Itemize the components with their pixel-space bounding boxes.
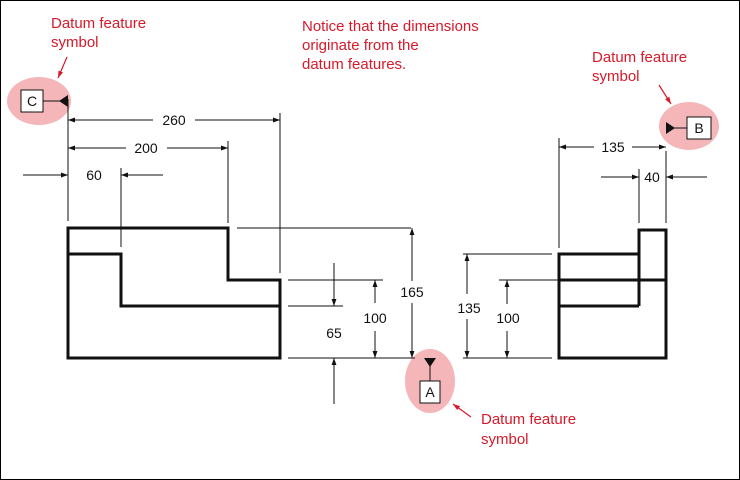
note-datum-a-line2: symbol bbox=[481, 431, 529, 448]
note-datum-c-line1: Datum feature bbox=[51, 15, 146, 32]
dimension-100-right-label: 100 bbox=[496, 310, 520, 326]
dimension-200-label: 200 bbox=[134, 140, 158, 156]
right-part-outline bbox=[557, 228, 668, 360]
datum-a-symbol: A bbox=[419, 358, 441, 404]
note-datum-a: Datum feature symbol bbox=[452, 403, 576, 448]
note-center-line3: datum features. bbox=[302, 56, 406, 73]
right-extension-lines bbox=[463, 138, 667, 359]
dimension-260: 260 bbox=[68, 112, 280, 128]
note-datum-c-line2: symbol bbox=[51, 34, 99, 51]
left-part-outline bbox=[66, 226, 282, 360]
dimension-165: 165 bbox=[400, 228, 424, 358]
datum-b-letter: B bbox=[694, 120, 703, 136]
note-center-line2: originate from the bbox=[302, 37, 419, 54]
dimension-40-label: 40 bbox=[644, 169, 660, 185]
dimension-65-label: 65 bbox=[326, 325, 342, 341]
note-datum-c: Datum feature symbol bbox=[51, 15, 146, 79]
dimension-135-vertical: 135 bbox=[457, 254, 481, 358]
note-datum-c-arrow bbox=[57, 56, 68, 79]
datum-c-letter: C bbox=[27, 93, 37, 109]
note-center-line1: Notice that the dimensions bbox=[302, 18, 479, 35]
datum-a-letter: A bbox=[425, 384, 435, 400]
dimension-100-right: 100 bbox=[496, 280, 520, 358]
dimension-200: 200 bbox=[68, 140, 228, 156]
note-datum-a-line1: Datum feature bbox=[481, 411, 576, 428]
dimension-60: 60 bbox=[23, 167, 163, 183]
note-center: Notice that the dimensions originate fro… bbox=[302, 18, 479, 73]
dimension-60-label: 60 bbox=[86, 167, 102, 183]
dimension-40: 40 bbox=[601, 169, 707, 185]
dimension-165-label: 165 bbox=[400, 284, 424, 300]
note-datum-b-line2: symbol bbox=[592, 68, 640, 85]
dimension-65: 65 bbox=[326, 263, 342, 404]
dimension-135-horizontal: 135 bbox=[559, 139, 666, 155]
dimension-135-vertical-label: 135 bbox=[457, 300, 481, 316]
dimension-100-left: 100 bbox=[363, 280, 387, 358]
note-datum-b: Datum feature symbol bbox=[592, 49, 687, 105]
note-datum-b-line1: Datum feature bbox=[592, 49, 687, 66]
note-datum-b-arrow bbox=[658, 84, 672, 105]
datum-b-symbol: B bbox=[666, 116, 712, 140]
dimension-135-horizontal-label: 135 bbox=[601, 139, 625, 155]
note-datum-a-arrow bbox=[452, 403, 472, 418]
datum-c-symbol: C bbox=[20, 89, 68, 113]
dimension-100-left-label: 100 bbox=[363, 310, 387, 326]
dimension-260-label: 260 bbox=[162, 112, 186, 128]
